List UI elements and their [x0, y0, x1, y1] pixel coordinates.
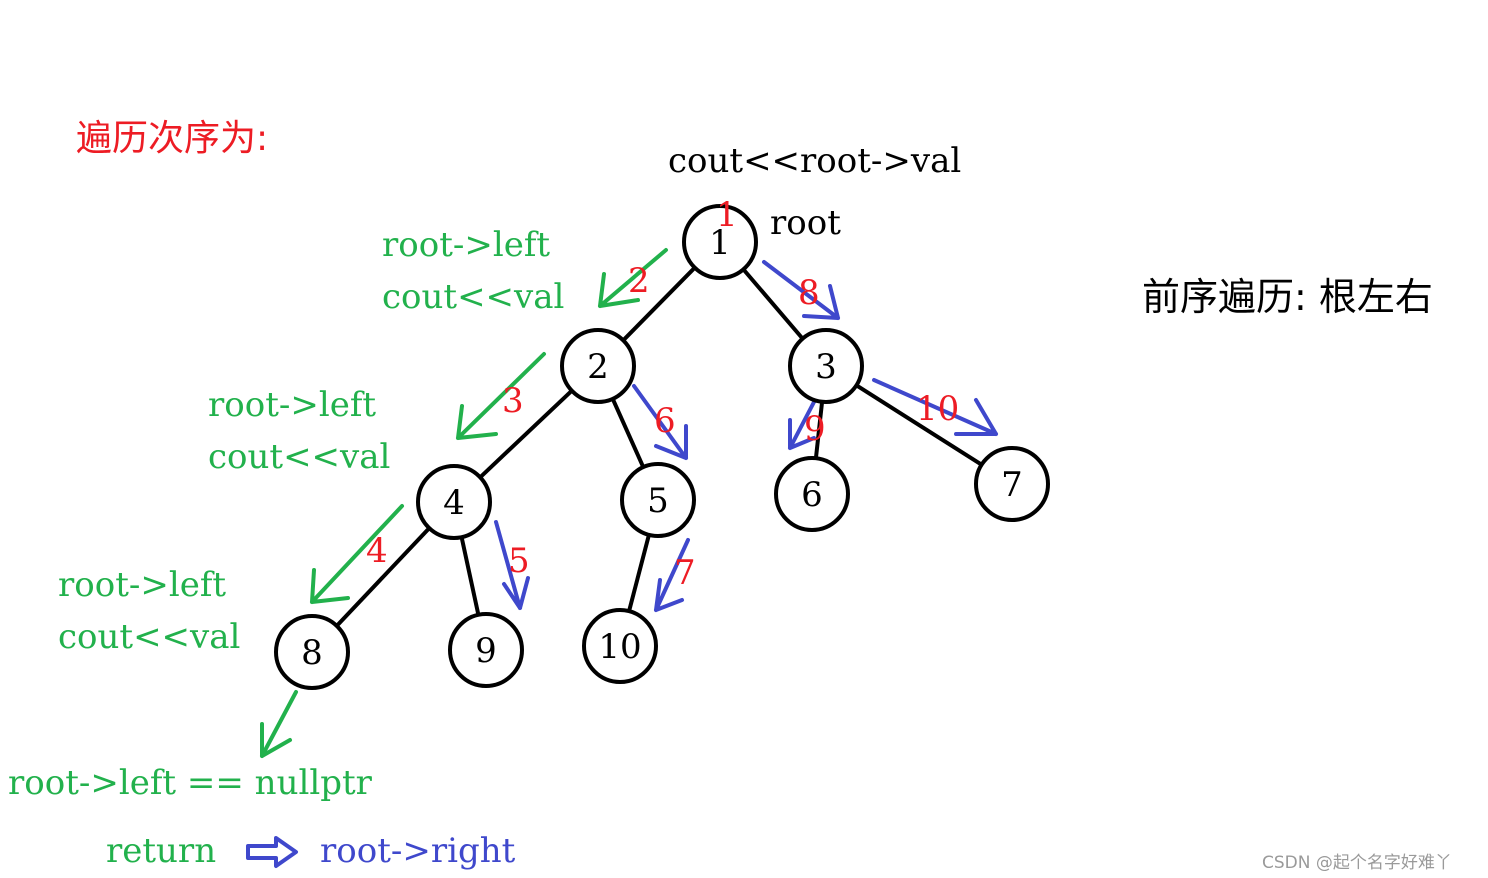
- blue-arrow-1-to-3: [762, 260, 840, 320]
- green-arrow-8-to-null: [260, 690, 298, 758]
- blue-arrow-5-to-10: [654, 538, 690, 612]
- edge-2-5: [610, 398, 646, 468]
- node-label-3: 3: [815, 347, 837, 387]
- tree-nodes: 1 2 3 4 5 6 7 8 9 10: [274, 204, 1050, 690]
- root-label: root: [770, 203, 841, 243]
- step-label-8: 8: [798, 273, 820, 313]
- step-label-4: 4: [366, 531, 388, 571]
- node-circle-3: [788, 328, 864, 404]
- node-label-1: 1: [709, 223, 731, 263]
- blue-arrow-3-to-6: [788, 400, 816, 450]
- step-numbers: 1 2 3 4 5 6 7 8 9 10: [366, 195, 959, 593]
- node-label-9: 9: [475, 631, 497, 671]
- return-label: return: [106, 831, 216, 871]
- node-label-2: 2: [587, 347, 609, 387]
- node-label-7: 7: [1001, 465, 1023, 505]
- node-circle-2: [560, 328, 636, 404]
- top-output-label: cout<<root->val: [668, 141, 961, 181]
- blue-arrow-2-to-5: [632, 384, 688, 460]
- node-label-4: 4: [443, 483, 465, 523]
- blue-arrow-3-to-7: [872, 378, 998, 436]
- node-label-6: 6: [801, 475, 823, 515]
- green-arrow-4-to-8: [310, 504, 404, 604]
- note-3-line2: cout<<val: [58, 617, 240, 657]
- node-circle-10: [582, 608, 658, 684]
- tree-node-9: 9: [448, 612, 524, 688]
- step-label-7: 7: [674, 553, 696, 593]
- edge-1-2: [621, 266, 697, 342]
- tree-node-7: 7: [974, 446, 1050, 522]
- tree-node-1: 1: [682, 204, 758, 280]
- null-check-label: root->left == nullptr: [8, 763, 373, 803]
- node-circle-1: [682, 204, 758, 280]
- tree-node-4: 4: [416, 464, 492, 540]
- step-label-3: 3: [502, 381, 524, 421]
- note-2-line1: root->left: [208, 385, 376, 425]
- return-arrow-icon: [246, 836, 298, 868]
- tree-node-10: 10: [582, 608, 658, 684]
- green-arrows: [260, 248, 668, 758]
- tree-node-8: 8: [274, 614, 350, 690]
- edge-3-6: [813, 401, 825, 459]
- edge-3-7: [855, 383, 983, 467]
- tree-node-2: 2: [560, 328, 636, 404]
- tree-node-3: 3: [788, 328, 864, 404]
- green-arrow-2-to-4: [456, 352, 546, 440]
- tree-node-6: 6: [774, 456, 850, 532]
- diagram-title: 遍历次序为:: [76, 118, 268, 159]
- step-label-9: 9: [804, 409, 826, 449]
- node-label-5: 5: [647, 481, 669, 521]
- watermark: CSDN @起个名字好难丫: [1262, 853, 1452, 873]
- edge-2-4: [478, 389, 574, 479]
- edge-4-9: [459, 536, 481, 616]
- blue-arrow-4-to-9: [494, 520, 530, 610]
- step-label-5: 5: [508, 541, 530, 581]
- node-label-10: 10: [598, 627, 641, 667]
- node-circle-6: [774, 456, 850, 532]
- node-circle-5: [620, 462, 696, 538]
- green-arrow-1-to-2: [598, 248, 668, 308]
- step-label-1: 1: [716, 195, 738, 235]
- tree-edges: [335, 266, 983, 628]
- edge-4-8: [335, 526, 431, 628]
- node-label-8: 8: [301, 633, 323, 673]
- edge-1-3: [741, 268, 805, 340]
- green-notes: root->left cout<<val root->left cout<<va…: [58, 225, 564, 657]
- note-3-line1: root->left: [58, 565, 226, 605]
- blue-arrows: [494, 260, 998, 612]
- step-label-6: 6: [654, 401, 676, 441]
- edge-5-10: [627, 534, 651, 612]
- right-label: root->right: [320, 831, 516, 871]
- node-circle-7: [974, 446, 1050, 522]
- node-circle-8: [274, 614, 350, 690]
- step-label-10: 10: [916, 389, 959, 429]
- note-2-line2: cout<<val: [208, 437, 390, 477]
- node-circle-4: [416, 464, 492, 540]
- note-1-line1: root->left: [382, 225, 550, 265]
- note-1-line2: cout<<val: [382, 277, 564, 317]
- step-label-2: 2: [628, 261, 650, 301]
- node-circle-9: [448, 612, 524, 688]
- tree-node-5: 5: [620, 462, 696, 538]
- traversal-rule-label: 前序遍历: 根左右: [1142, 275, 1433, 319]
